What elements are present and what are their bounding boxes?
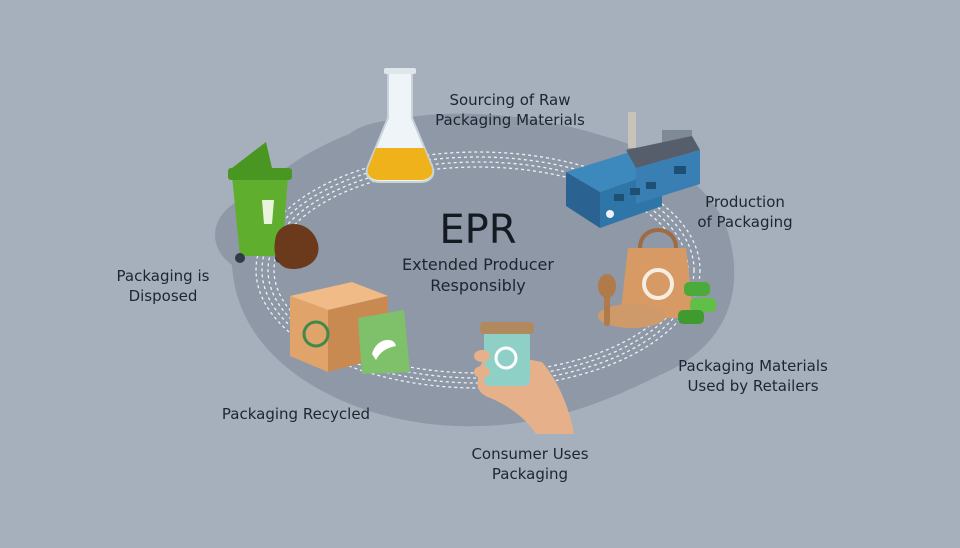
center-subtitle-line1: Extended Producer [402,255,554,274]
stage-sourcing-line1: Sourcing of Raw [449,91,571,109]
center-title: EPR [439,207,517,253]
stage-retailers-label: Packaging Materials Used by Retailers [668,356,838,396]
flask-icon [365,68,435,183]
trash-bin-icon [228,142,319,269]
stage-disposed-line1: Packaging is [116,267,210,285]
stage-consumer-label: Consumer Uses Packaging [460,444,600,484]
hand-cup-icon [474,322,574,434]
stage-consumer-line2: Packaging [491,465,569,483]
center-subtitle: Extended Producer Responsibly [378,254,578,296]
stage-production-line2: of Packaging [697,213,793,231]
stage-sourcing-line2: Packaging Materials [435,111,585,129]
stage-recycled-label: Packaging Recycled [206,404,386,424]
stage-disposed-label: Packaging is Disposed [108,266,218,306]
stage-retailers-line1: Packaging Materials [678,357,828,375]
stage-production-line1: Production [705,193,785,211]
center-subtitle-line2: Responsibly [430,276,526,295]
stage-production-label: Production of Packaging [680,192,810,232]
recycle-box-icon [290,282,410,374]
stage-consumer-line1: Consumer Uses [471,445,589,463]
stage-disposed-line2: Disposed [128,287,198,305]
stage-sourcing-label: Sourcing of Raw Packaging Materials [420,90,600,130]
stage-recycled-line1: Packaging Recycled [221,405,371,423]
stage-retailers-line2: Used by Retailers [687,377,819,395]
shopping-bag-icon [598,228,716,328]
factory-icon [566,112,700,228]
